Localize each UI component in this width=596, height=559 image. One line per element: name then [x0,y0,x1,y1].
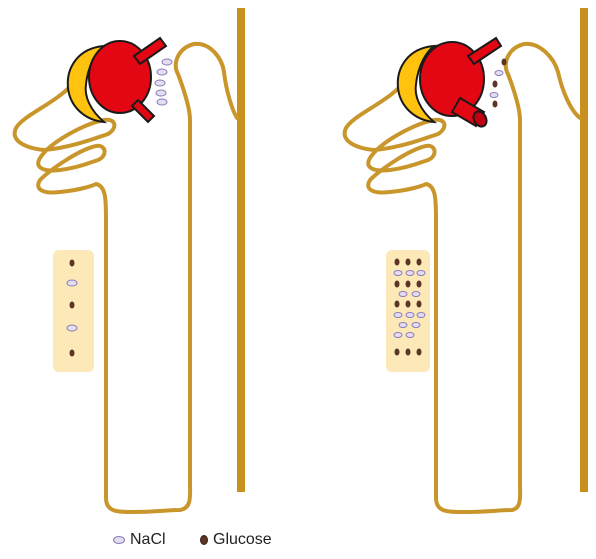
nacl-reabsorption-left [155,59,172,105]
nephron-right [345,8,588,512]
glucose-marker [395,349,400,356]
nacl-marker [394,271,402,276]
nephron-left [15,8,245,512]
glucose-marker [417,259,422,266]
glucose-marker [502,59,507,66]
nacl-marker [156,90,166,96]
glucose-marker [417,301,422,308]
nacl-marker [157,69,167,75]
glucose-marker [493,81,498,88]
efferent-arteriole-left [132,100,154,122]
nacl-marker [406,271,414,276]
nacl-marker [155,80,165,86]
nacl-marker [412,292,420,297]
glucose-marker [406,259,411,266]
nacl-marker [412,323,420,328]
glucose-marker [70,260,75,267]
collecting-duct-left [237,8,245,492]
nacl-swatch [113,536,125,544]
glucose-marker [395,259,400,266]
nacl-marker [490,93,498,98]
nacl-marker [495,71,503,76]
nacl-marker [67,280,77,286]
glucose-marker [395,281,400,288]
legend-glucose: Glucose [200,530,272,550]
nacl-marker [417,313,425,318]
nacl-marker [67,325,77,331]
legend-glucose-label: Glucose [213,531,272,549]
nacl-marker [417,271,425,276]
glomerulus-right [398,38,501,129]
nacl-marker [162,59,172,65]
nacl-marker [157,99,167,105]
glucose-marker [395,301,400,308]
legend-nacl-label: NaCl [130,531,166,549]
nacl-marker [406,313,414,318]
glucose-marker [70,350,75,357]
nacl-marker [399,323,407,328]
glucose-marker [406,281,411,288]
nacl-marker [394,333,402,338]
glucose-marker [417,281,422,288]
glucose-marker [406,349,411,356]
glucose-marker [70,302,75,309]
glucose-swatch [200,535,208,545]
collecting-duct-right [580,8,588,492]
tubule-left [15,44,237,512]
glucose-marker [493,101,498,108]
legend-nacl: NaCl [113,530,166,550]
nacl-marker [399,292,407,297]
glucose-marker [417,349,422,356]
glucose-marker [406,301,411,308]
nacl-marker [406,333,414,338]
nacl-marker [394,313,402,318]
glomerulus-left [68,38,166,122]
